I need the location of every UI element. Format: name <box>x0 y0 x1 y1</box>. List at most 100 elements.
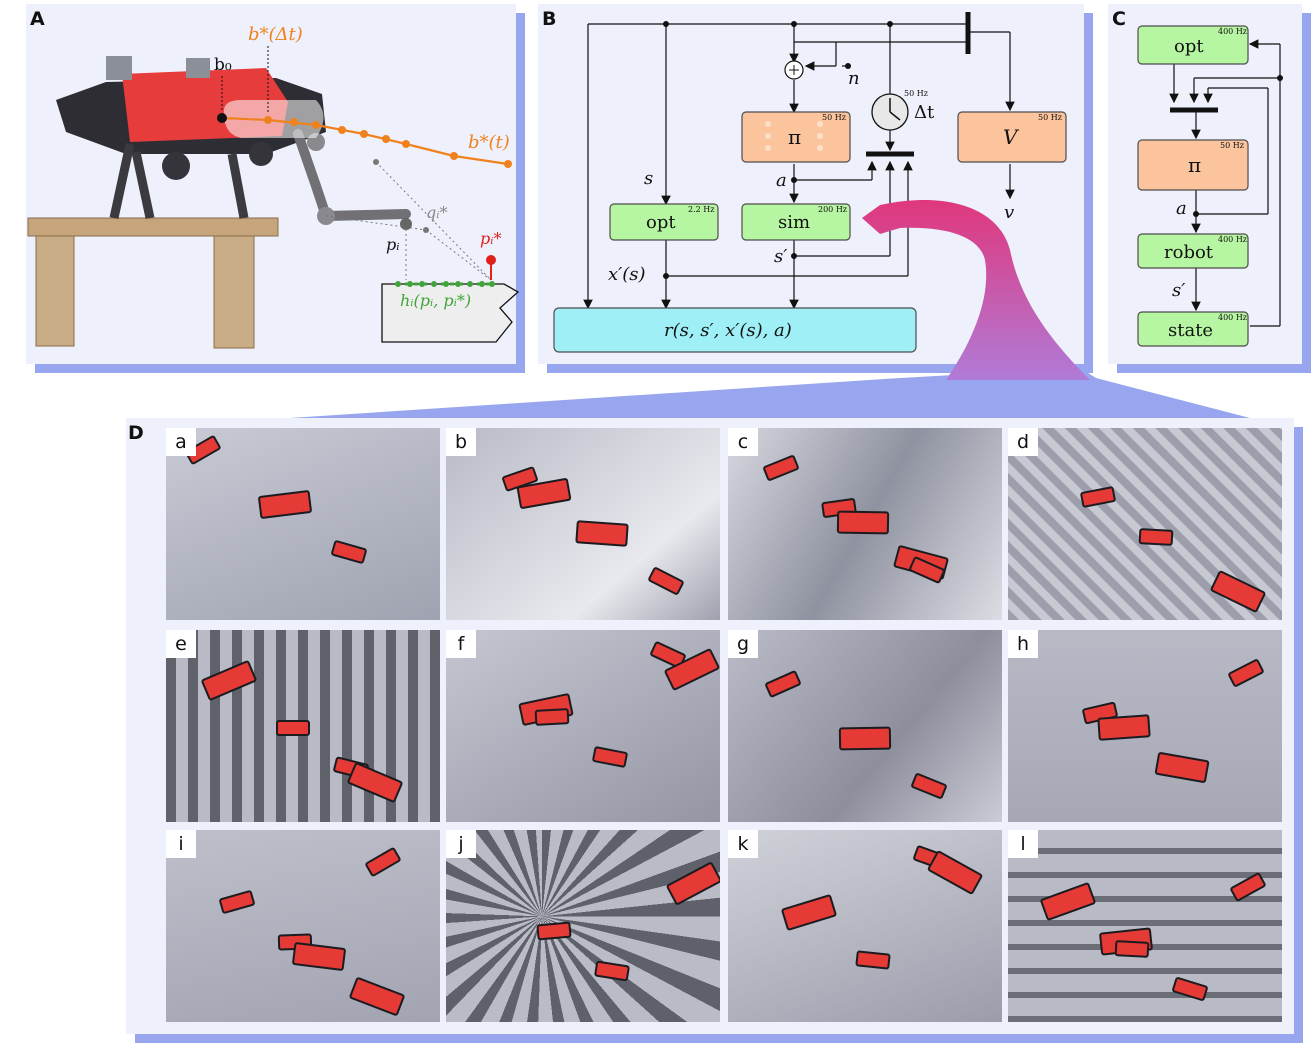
terrain-tile-label: d <box>1008 428 1038 456</box>
robot-marker <box>780 893 838 932</box>
c-policy-rate: 50 Hz <box>1220 141 1244 150</box>
terrain-tile-label: b <box>446 428 476 456</box>
terrain-tile: j <box>446 830 720 1022</box>
c-robot-label: robot <box>1164 242 1214 263</box>
terrain-tile-label: g <box>728 630 758 658</box>
c-state-box <box>1137 311 1249 347</box>
label-b-delta-t: b*(Δt) <box>248 24 303 45</box>
terrain-tile: c <box>728 428 1002 620</box>
robot-marker <box>291 941 347 972</box>
clock-icon <box>871 93 909 131</box>
robot-marker <box>1114 940 1150 958</box>
terrain-tile: d <box>1008 428 1282 620</box>
terrain-tile: i <box>166 830 440 1022</box>
c-signal-s-prime: s′ <box>1172 280 1185 301</box>
panel-c: C opt 400 Hz π 50 Hz <box>1108 4 1302 364</box>
c-optimizer-box <box>1137 25 1249 65</box>
label-b-t: b*(t) <box>468 132 510 153</box>
c-optimizer-rate: 400 Hz <box>1218 27 1247 36</box>
c-robot-rate: 400 Hz <box>1218 235 1247 244</box>
robot-marker <box>257 489 313 520</box>
label-p-i: pᵢ <box>386 235 399 254</box>
robot-marker <box>647 566 685 596</box>
policy-box <box>741 111 851 163</box>
panel-d-label: D <box>128 422 144 444</box>
c-policy-label: π <box>1188 153 1201 177</box>
panel-c-label: C <box>1112 8 1126 30</box>
terrain-tile: b <box>446 428 720 620</box>
c-policy-box <box>1137 139 1249 191</box>
robot-marker <box>276 720 310 736</box>
robot-marker <box>534 708 570 726</box>
terrain-tile: h <box>1008 630 1282 822</box>
terrain-tile: k <box>728 830 1002 1022</box>
label-b0: b₀ <box>214 55 232 75</box>
trajectory-points <box>264 116 512 168</box>
value-rate: 50 Hz <box>1038 113 1062 122</box>
robot-marker <box>836 510 890 535</box>
simulator-rate: 200 Hz <box>818 205 847 214</box>
robot-marker <box>593 960 631 982</box>
robot-marker <box>665 861 720 907</box>
robot-marker <box>1227 658 1265 688</box>
c-state-label: state <box>1168 320 1213 341</box>
c-signal-a: a <box>1176 198 1187 219</box>
reward-label: r(s, s′, x′(s), a) <box>664 320 792 341</box>
robot-marker <box>591 745 629 769</box>
value-box <box>957 111 1067 163</box>
label-q-i: qᵢ* <box>426 203 447 222</box>
robot-marker <box>536 921 572 941</box>
terrain-tile-label: a <box>166 428 196 456</box>
target-foothold-marker <box>486 255 496 265</box>
signal-noise: n <box>848 68 860 89</box>
c-state-rate: 400 Hz <box>1218 313 1247 322</box>
terrain-tile-label: l <box>1008 830 1038 858</box>
robot-marker <box>762 454 800 482</box>
robot-marker <box>764 669 802 699</box>
simulator-box <box>741 203 851 241</box>
panel-a-label: A <box>30 8 45 30</box>
policy-rate: 50 Hz <box>822 113 846 122</box>
terrain-tile-label: f <box>446 630 476 658</box>
robot-marker <box>1154 751 1210 784</box>
terrain-tile: g <box>728 630 1002 822</box>
robot-marker <box>200 659 258 702</box>
panel-b-diagram: 50 Hz π 50 Hz V 50 Hz opt 2.2 Hz sim 200… <box>553 12 1067 353</box>
signal-s: s <box>644 168 653 189</box>
robot-marker <box>855 950 891 970</box>
robot-marker <box>1209 569 1267 614</box>
base-origin-point <box>217 113 227 123</box>
robot-marker <box>346 761 404 804</box>
wooden-table <box>27 217 279 349</box>
optimizer-box <box>609 203 719 241</box>
terrain-block <box>381 283 520 343</box>
panel-c-diagram: opt 400 Hz π 50 Hz robot 400 Hz state 40… <box>1137 25 1283 347</box>
robot-marker <box>218 889 256 915</box>
robot-marker <box>1079 485 1117 509</box>
robot-marker <box>1138 528 1174 546</box>
signal-delta-t: Δt <box>914 102 935 123</box>
robot-marker <box>330 539 368 565</box>
signal-x-prime: x′(s) <box>608 264 646 285</box>
zoom-wedge <box>290 368 1250 418</box>
terrain-tile-label: j <box>446 830 476 858</box>
robot-marker <box>910 772 948 800</box>
robot-marker <box>838 726 892 751</box>
signal-value-output: v <box>1004 202 1014 223</box>
policy-label: π <box>788 125 801 149</box>
optimizer-label: opt <box>646 212 676 233</box>
label-p-i-star: pᵢ* <box>480 229 501 248</box>
robot-quadruped <box>56 56 411 225</box>
robot-marker <box>348 976 406 1017</box>
robot-marker <box>1039 881 1097 922</box>
robot-marker <box>926 849 984 896</box>
terrain-tile: e <box>166 630 440 822</box>
robot-marker <box>1229 871 1267 903</box>
robot-marker <box>364 846 402 878</box>
terrain-tile-label: h <box>1008 630 1038 658</box>
terrain-tile-label: k <box>728 830 758 858</box>
signal-a: a <box>776 170 787 191</box>
label-h-i: hᵢ(pᵢ, pᵢ*) <box>400 291 471 310</box>
panel-b: B <box>538 4 1084 364</box>
terrain-tile-label: e <box>166 630 196 658</box>
